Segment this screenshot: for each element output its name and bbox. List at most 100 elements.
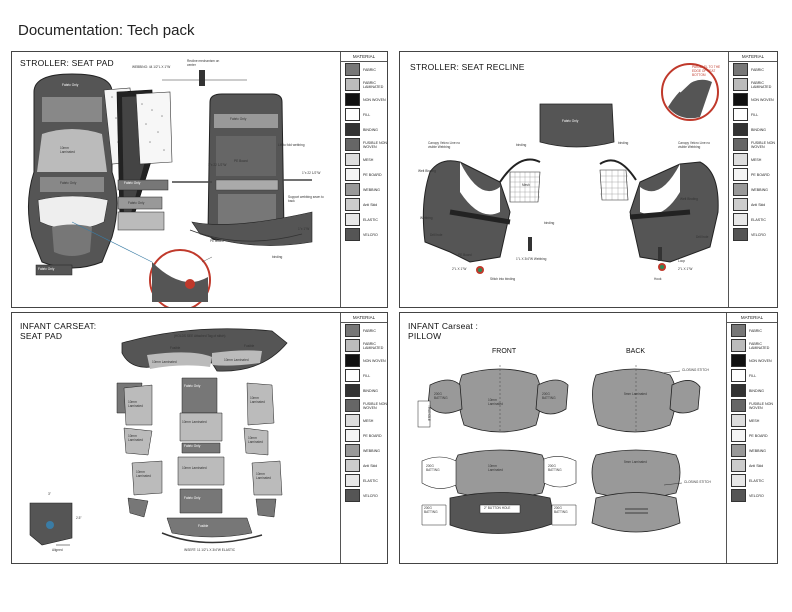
legend-header: MATERIAL xyxy=(341,313,387,323)
legend-label: NON WOVEN xyxy=(363,358,386,363)
legend-swatch xyxy=(345,429,360,442)
legend-swatch xyxy=(733,108,748,121)
legend-item: MESH xyxy=(727,413,777,428)
legend-item: FILL xyxy=(727,368,777,383)
legend-label: FABRIC LAMINATED xyxy=(363,341,384,350)
panel-stroller-seat-pad: STROLLER: SEAT PAD xyxy=(11,51,388,308)
legend-swatch xyxy=(731,354,746,367)
legend-label: FILL xyxy=(363,373,371,378)
legend-item: NON WOVEN xyxy=(341,353,387,368)
legend-item: FILL xyxy=(341,368,387,383)
label-laminated: 10mm Laminated xyxy=(60,146,75,154)
label-batting: 200G BATTING xyxy=(542,392,556,400)
legend-item: FUSIBLE NON WOVEN xyxy=(729,137,777,152)
legend-label: Anti Skid xyxy=(751,202,766,207)
legend-swatch xyxy=(345,213,360,226)
label-loop: Loop xyxy=(678,259,686,263)
legend-label: Anti Skid xyxy=(363,202,378,207)
label-fabric-only: Fabric Only xyxy=(562,119,579,123)
label-fabric-only: Fabric Only xyxy=(38,267,55,271)
label-laminated: 10mm Laminated xyxy=(248,436,263,444)
label-drill-hole: Drill hole xyxy=(696,235,709,239)
label-canopy-right: Canopy Velcro Line no visible Webbing xyxy=(678,141,711,149)
legend-label: BINDING xyxy=(751,127,766,132)
legend-label: PE BOARD xyxy=(749,433,768,438)
legend-item: Anti Skid xyxy=(341,197,387,212)
legend-item: FABRIC LAMINATED xyxy=(341,77,387,92)
legend-item: PE BOARD xyxy=(729,167,777,182)
legend-swatch xyxy=(345,153,360,166)
panel-title: STROLLER: SEAT PAD xyxy=(20,58,114,68)
legend-swatch xyxy=(345,339,360,352)
panel-stroller-seat-recline: STROLLER: SEAT RECLINE PARALLEL TO THE E… xyxy=(399,51,778,308)
legend-item: FABRIC xyxy=(727,323,777,338)
panel-title: INFANT Carseat : PILLOW xyxy=(408,321,479,341)
legend-item: VELCRO xyxy=(341,227,387,242)
legend-item: MESH xyxy=(341,152,387,167)
label-laminated: 10mm Laminated xyxy=(182,466,207,470)
label-closing-stitch: CLOSING STITCH xyxy=(682,368,709,372)
legend-label: FUSIBLE NON WOVEN xyxy=(749,401,773,410)
label-webbing: Webbing xyxy=(420,216,433,220)
label-fabric-only: Fabric Only xyxy=(184,384,201,388)
legend-label: WEBBING xyxy=(749,448,766,453)
legend-label: NON WOVEN xyxy=(363,97,386,102)
legend-swatch xyxy=(731,444,746,457)
label-welt: Welt Binding xyxy=(680,197,698,201)
legend-swatch xyxy=(731,489,746,502)
legend-label: MESH xyxy=(751,157,762,162)
legend-swatch xyxy=(733,123,748,136)
legend-item: BINDING xyxy=(727,383,777,398)
legend-swatch xyxy=(345,459,360,472)
label-laminated: 5mm Laminated xyxy=(624,392,647,396)
label-size: 1"x 22 1/2"W xyxy=(302,171,321,175)
legend-label: VELCRO xyxy=(363,232,378,237)
legend-label: NON WOVEN xyxy=(749,358,772,363)
label-laminated: 5mm Laminated xyxy=(624,460,647,464)
label-binding: binding xyxy=(544,221,555,225)
label-elastic: 1"x 1"W xyxy=(298,227,310,231)
legend-label: ELASTIC xyxy=(749,478,764,483)
legend-swatch xyxy=(345,138,360,151)
label-webbing: 1"L X 3/4"W Webbing xyxy=(516,257,547,261)
legend-label: BINDING xyxy=(749,388,764,393)
label-closing-stitch: CLOSING STITCH xyxy=(684,480,711,484)
legend-item: FABRIC xyxy=(341,62,387,77)
legend-item: ELASTIC xyxy=(341,473,387,488)
legend-swatch xyxy=(731,429,746,442)
legend-swatch xyxy=(733,228,748,241)
label-binding: binding xyxy=(272,255,283,259)
legend-label: MESH xyxy=(363,157,374,162)
document-title: Documentation: Tech pack xyxy=(18,22,195,39)
front-heading: FRONT xyxy=(492,348,517,355)
label-stitch: Stitch into binding xyxy=(490,277,516,281)
legend-item: FABRIC LAMINATED xyxy=(727,338,777,353)
legend-label: FILL xyxy=(363,112,371,117)
legend-item: MESH xyxy=(341,413,387,428)
legend-item: WEBBING xyxy=(341,182,387,197)
label-laminated: 10mm Laminated xyxy=(488,398,503,406)
legend-label: Anti Skid xyxy=(363,463,378,468)
legend-item: FUSIBLE NON WOVEN xyxy=(341,398,387,413)
legend-swatch xyxy=(345,183,360,196)
legend-swatch xyxy=(345,198,360,211)
label-side-tab: TRIANGLE xyxy=(427,405,431,421)
label-note: (HOLDS SEE Attached Tag of stitch) xyxy=(174,334,226,338)
legend-swatch xyxy=(733,63,748,76)
legend-item: FILL xyxy=(341,107,387,122)
label-webbing: WEBBING: 44 1/2"L X 1"W xyxy=(132,65,171,69)
label-fabric-only: Fabric Only xyxy=(128,201,145,205)
legend-swatch xyxy=(345,108,360,121)
label-button-hole: 2" BUTTON HOLE xyxy=(484,506,511,510)
legend-label: Anti Skid xyxy=(749,463,764,468)
label-mesh: Mesh xyxy=(522,183,530,187)
label-laminated: 10mm Laminated xyxy=(128,400,143,408)
label-support: Support webbing sewn to back xyxy=(288,195,324,203)
legend-item: ELASTIC xyxy=(727,473,777,488)
legend-item: FUSIBLE NON WOVEN xyxy=(727,398,777,413)
label-recline: Recline mechanism on center xyxy=(187,59,220,67)
